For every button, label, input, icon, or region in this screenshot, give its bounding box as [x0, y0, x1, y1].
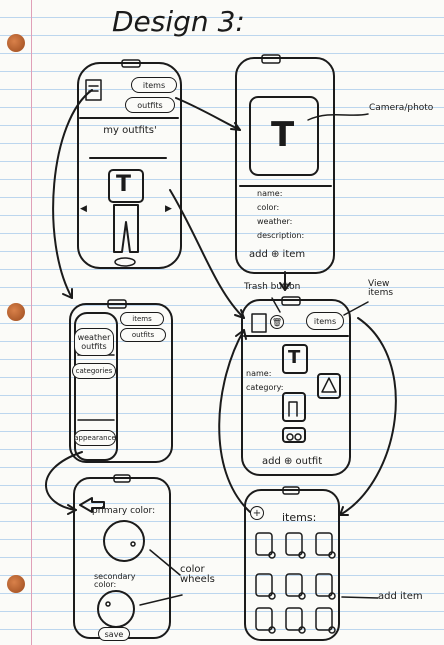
outfit-shirt — [282, 344, 308, 374]
primary-color-label: primary color: — [92, 506, 156, 516]
phone-frame-4 — [241, 299, 351, 476]
phone-notch-1 — [121, 59, 141, 68]
weather-outfits-button[interactable]: weather outfits — [74, 328, 114, 356]
menu-icon — [85, 79, 102, 101]
flow-arrow-items — [175, 97, 241, 131]
color-wheels-annotation: color wheels — [180, 564, 215, 585]
binder-hole — [7, 575, 25, 593]
wheel-annotation-line-1 — [149, 549, 181, 576]
items-button[interactable]: items — [131, 77, 177, 93]
add-item-plus-icon[interactable]: + — [250, 506, 264, 520]
flow-arrow-menu — [52, 89, 93, 299]
add-item-annotation: add item — [378, 591, 423, 602]
outfits-button[interactable]: outfits — [125, 97, 175, 113]
camera-photo-frame — [249, 96, 319, 176]
item-grid — [255, 532, 336, 634]
menu-items-button[interactable]: items — [120, 312, 164, 326]
flow-arrow-view-items — [339, 317, 397, 516]
shirt-letter: T — [116, 172, 132, 197]
binder-hole — [7, 303, 25, 321]
trash-annotation: Trash button — [244, 282, 301, 292]
name-label: name: — [257, 189, 283, 198]
margin-line — [31, 0, 32, 645]
trash-annotation-line — [271, 297, 281, 313]
view-items-button[interactable]: items — [306, 312, 344, 330]
view-items-annotation: View items — [368, 279, 394, 298]
items-heading: items: — [282, 511, 317, 524]
description-label: description: — [257, 231, 305, 240]
right-arrow-icon[interactable]: ▶ — [165, 204, 172, 214]
phone-frame-6 — [244, 489, 340, 641]
weather-label: weather: — [257, 217, 293, 226]
flow-arrow-back — [218, 329, 251, 513]
appearance-button[interactable]: appearance — [74, 430, 116, 446]
page-title: Design 3: — [112, 5, 245, 38]
outfit-hat — [317, 373, 341, 399]
back-arrow — [79, 497, 105, 513]
flow-arrow-outfit — [169, 189, 245, 319]
shirt-icon — [108, 169, 144, 203]
my-outfits-heading: my outfits' — [103, 125, 157, 136]
primary-color-wheel — [103, 520, 145, 562]
outfit-shirt-letter: T — [288, 347, 301, 368]
phone-frame-1 — [77, 62, 182, 269]
categories-button[interactable]: categories — [72, 363, 116, 379]
secondary-color-label: secondary color: — [94, 572, 136, 589]
view-items-annotation-line — [343, 301, 369, 316]
add-item-annotation-line — [341, 596, 379, 599]
side-menu-panel — [74, 312, 118, 461]
phone-frame-3 — [69, 303, 173, 463]
trash-icon[interactable]: 🗑 — [270, 315, 284, 329]
flow-arrow-appearance — [45, 451, 83, 511]
left-arrow-icon[interactable]: ◀ — [80, 204, 87, 214]
pants-icon — [113, 204, 139, 253]
binder-hole — [7, 34, 25, 52]
outfit-name-label: name: — [246, 369, 272, 378]
outfit-pants — [282, 392, 306, 422]
add-outfit-button[interactable]: add ⊕ outfit — [262, 456, 323, 467]
phone-frame-5 — [73, 477, 171, 639]
camera-annotation-line — [307, 113, 369, 121]
photo-letter: T — [271, 115, 295, 155]
menu-outfits-button[interactable]: outfits — [120, 328, 166, 342]
save-button[interactable]: save — [98, 627, 130, 641]
outfit-shoes — [282, 427, 306, 443]
secondary-color-wheel — [97, 590, 135, 628]
camera-annotation: Camera/photo — [369, 103, 434, 113]
outfit-category-label: category: — [246, 383, 284, 392]
color-label: color: — [257, 203, 280, 212]
add-item-button[interactable]: add ⊕ item — [249, 249, 306, 260]
menu-icon-2 — [251, 313, 267, 333]
wheel-annotation-line-2 — [139, 594, 183, 606]
